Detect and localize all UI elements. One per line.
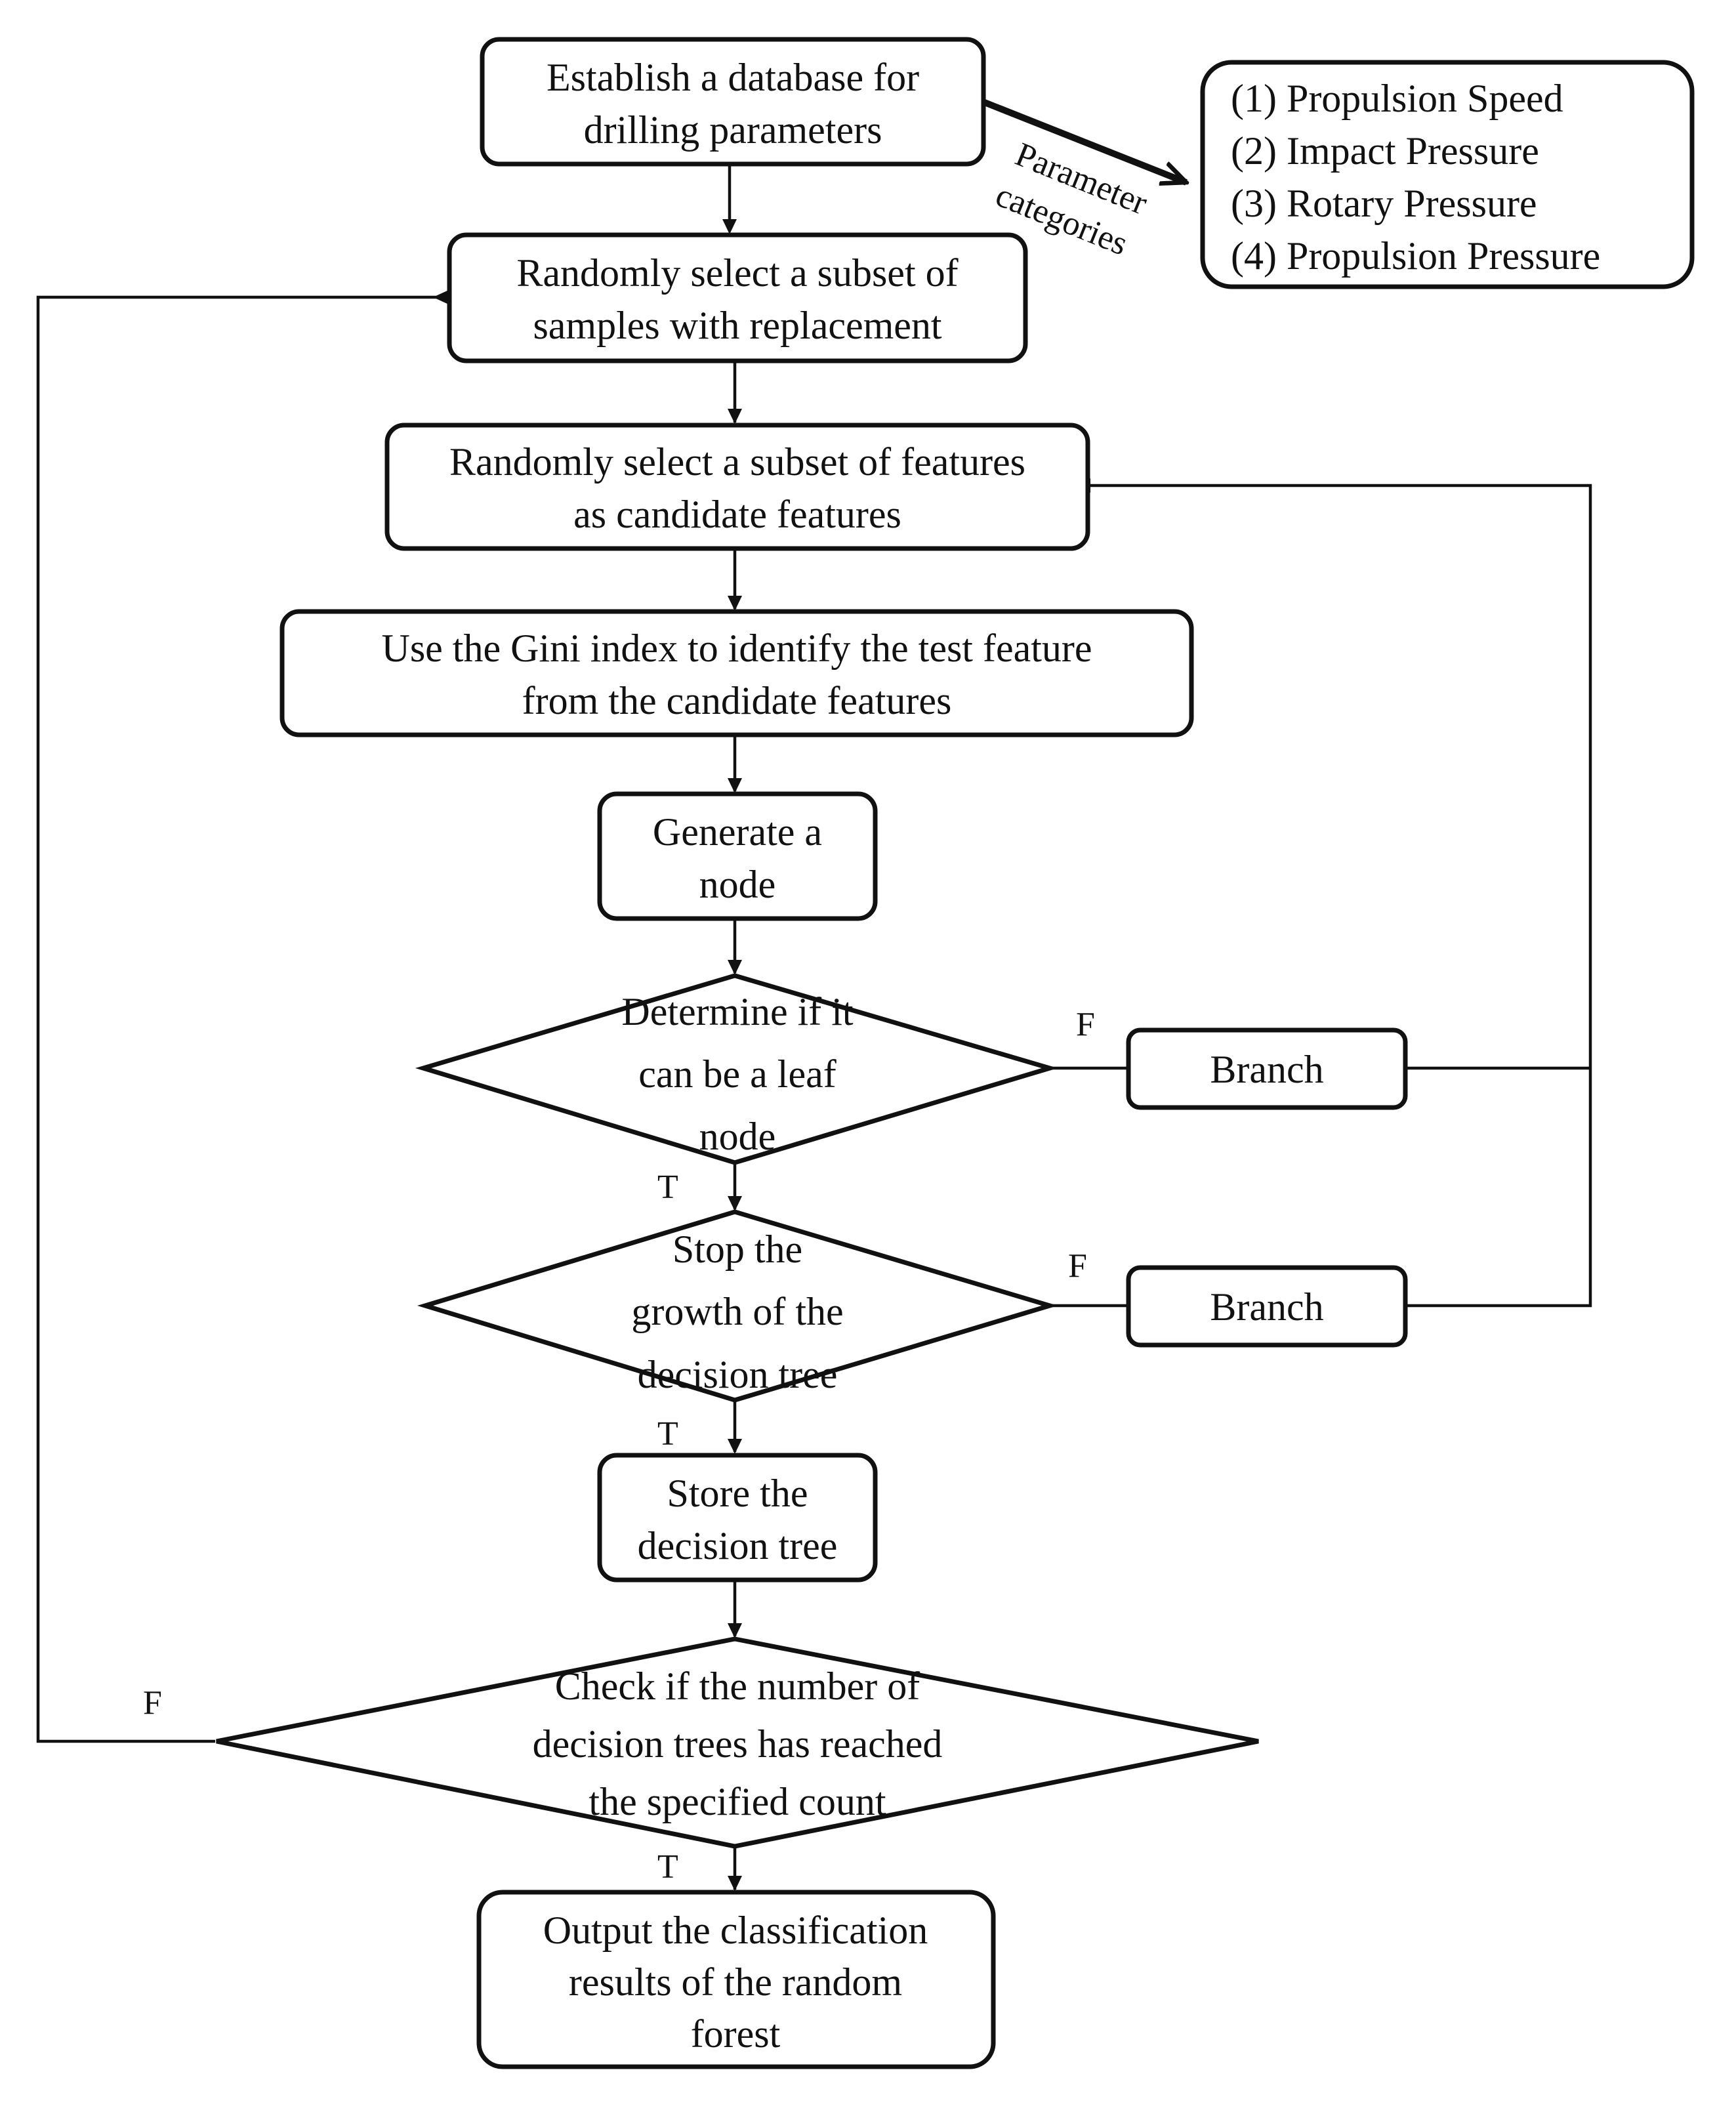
count-line-3: the specified count (589, 1780, 886, 1823)
leaf-line-1: Determine if it (621, 990, 854, 1033)
decision-stop-growth: Stop the growth of the decision tree (417, 1209, 1058, 1403)
node-select-features: Randomly select a subset of features as … (384, 423, 1090, 551)
branch-1-label: Branch (1210, 1048, 1323, 1091)
output-line-2: results of the random (569, 1960, 902, 2004)
stop-true-label: T (657, 1415, 678, 1453)
store-line-1: Store the (667, 1472, 808, 1515)
node-gini-index: Use the Gini index to identify the test … (279, 609, 1194, 737)
node-output: Output the classification results of the… (476, 1890, 996, 2069)
node-store: Store the decision tree (597, 1453, 878, 1583)
gini-line-2: from the candidate features (522, 679, 952, 722)
parameter-item-3: (3) Rotary Pressure (1231, 182, 1537, 225)
line-branch-2-return (1089, 484, 1592, 1308)
leaf-line-3: node (699, 1115, 776, 1158)
generate-line-2: node (699, 863, 776, 906)
arrow-parameter-categories (982, 98, 1186, 182)
count-true-label: T (657, 1848, 678, 1886)
parameter-list-box: (1) Propulsion Speed (2) Impact Pressure… (1200, 60, 1695, 289)
establish-line-2: drilling parameters (584, 108, 882, 152)
edge-labels: F T F T F T (143, 1006, 1095, 1886)
establish-line-1: Establish a database for (547, 56, 919, 99)
node-generate: Generate a node (597, 791, 878, 921)
count-line-2: decision trees has reached (533, 1722, 943, 1766)
node-establish-database: Establish a database for drilling parame… (480, 37, 986, 167)
leaf-false-label: F (1076, 1006, 1095, 1043)
count-false-label: F (143, 1684, 162, 1722)
count-line-1: Check if the number of (555, 1665, 920, 1708)
line-count-loop-back (36, 295, 446, 1743)
stop-line-3: decision tree (638, 1353, 838, 1396)
node-branch-2: Branch (1126, 1265, 1408, 1348)
node-select-samples: Randomly select a subset of samples with… (447, 232, 1028, 363)
generate-line-1: Generate a (653, 810, 822, 854)
arrowheads (433, 219, 1090, 1891)
branch-2-label: Branch (1210, 1285, 1323, 1329)
stop-line-1: Stop the (672, 1228, 802, 1271)
output-line-1: Output the classification (543, 1909, 928, 1952)
parameter-item-1: (1) Propulsion Speed (1231, 77, 1563, 120)
connectors (36, 98, 1592, 1891)
stop-line-2: growth of the (631, 1290, 843, 1333)
gini-line-1: Use the Gini index to identify the test … (381, 627, 1092, 670)
leaf-line-2: can be a leaf (638, 1052, 836, 1096)
store-line-2: decision tree (638, 1524, 838, 1567)
parameter-item-4: (4) Propulsion Pressure (1231, 234, 1600, 278)
select-samples-line-2: samples with replacement (533, 304, 941, 347)
leaf-true-label: T (657, 1169, 678, 1206)
select-samples-line-1: Randomly select a subset of (516, 251, 958, 295)
decision-tree-count: Check if the number of decision trees ha… (216, 1636, 1259, 1849)
stop-false-label: F (1068, 1247, 1087, 1285)
parameter-item-2: (2) Impact Pressure (1231, 129, 1539, 173)
decision-leaf-node: Determine if it can be a leaf node (415, 973, 1058, 1165)
select-features-line-2: as candidate features (573, 493, 901, 536)
node-branch-1: Branch (1126, 1027, 1408, 1110)
select-features-line-1: Randomly select a subset of features (449, 440, 1025, 484)
output-line-3: forest (691, 2012, 781, 2056)
